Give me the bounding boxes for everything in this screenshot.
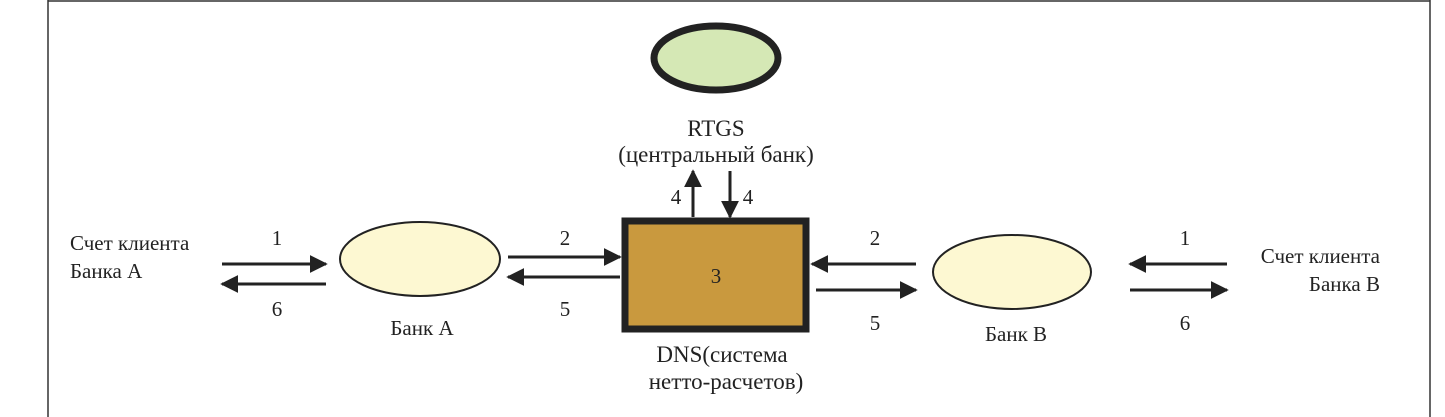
bank-a-node <box>339 221 501 297</box>
step-label-2-right: 2 <box>870 226 881 250</box>
step-label-6-right: 6 <box>1180 311 1191 335</box>
rtgs-title: RTGS <box>687 116 744 141</box>
client-a-label-line2: Банка А <box>70 259 143 283</box>
client-a-label-line1: Счет клиента <box>70 231 190 255</box>
bank-b-node <box>932 234 1092 310</box>
client-b-label-line1: Счет клиента <box>1261 244 1381 268</box>
step-label-6-left: 6 <box>272 297 283 321</box>
dns-label-line2: нетто-расчетов) <box>649 369 803 394</box>
step-label-5-left: 5 <box>560 297 571 321</box>
step-label-5-right: 5 <box>870 311 881 335</box>
bank-a-label: Банк А <box>390 316 454 340</box>
step-label-1-right: 1 <box>1180 226 1191 250</box>
dns-node <box>621 217 810 333</box>
dns-step-number: 3 <box>711 264 722 288</box>
step-label-1-left: 1 <box>272 226 283 250</box>
step-label-2-left: 2 <box>560 226 571 250</box>
rtgs-subtitle: (центральный банк) <box>618 142 814 167</box>
client-b-label-line2: Банка В <box>1309 272 1380 296</box>
rtgs-node <box>650 22 782 94</box>
step-label-4-up: 4 <box>671 185 682 209</box>
dns-label-line1: DNS(система <box>656 342 787 367</box>
bank-b-label: Банк В <box>985 322 1047 346</box>
step-label-4-down: 4 <box>743 185 754 209</box>
